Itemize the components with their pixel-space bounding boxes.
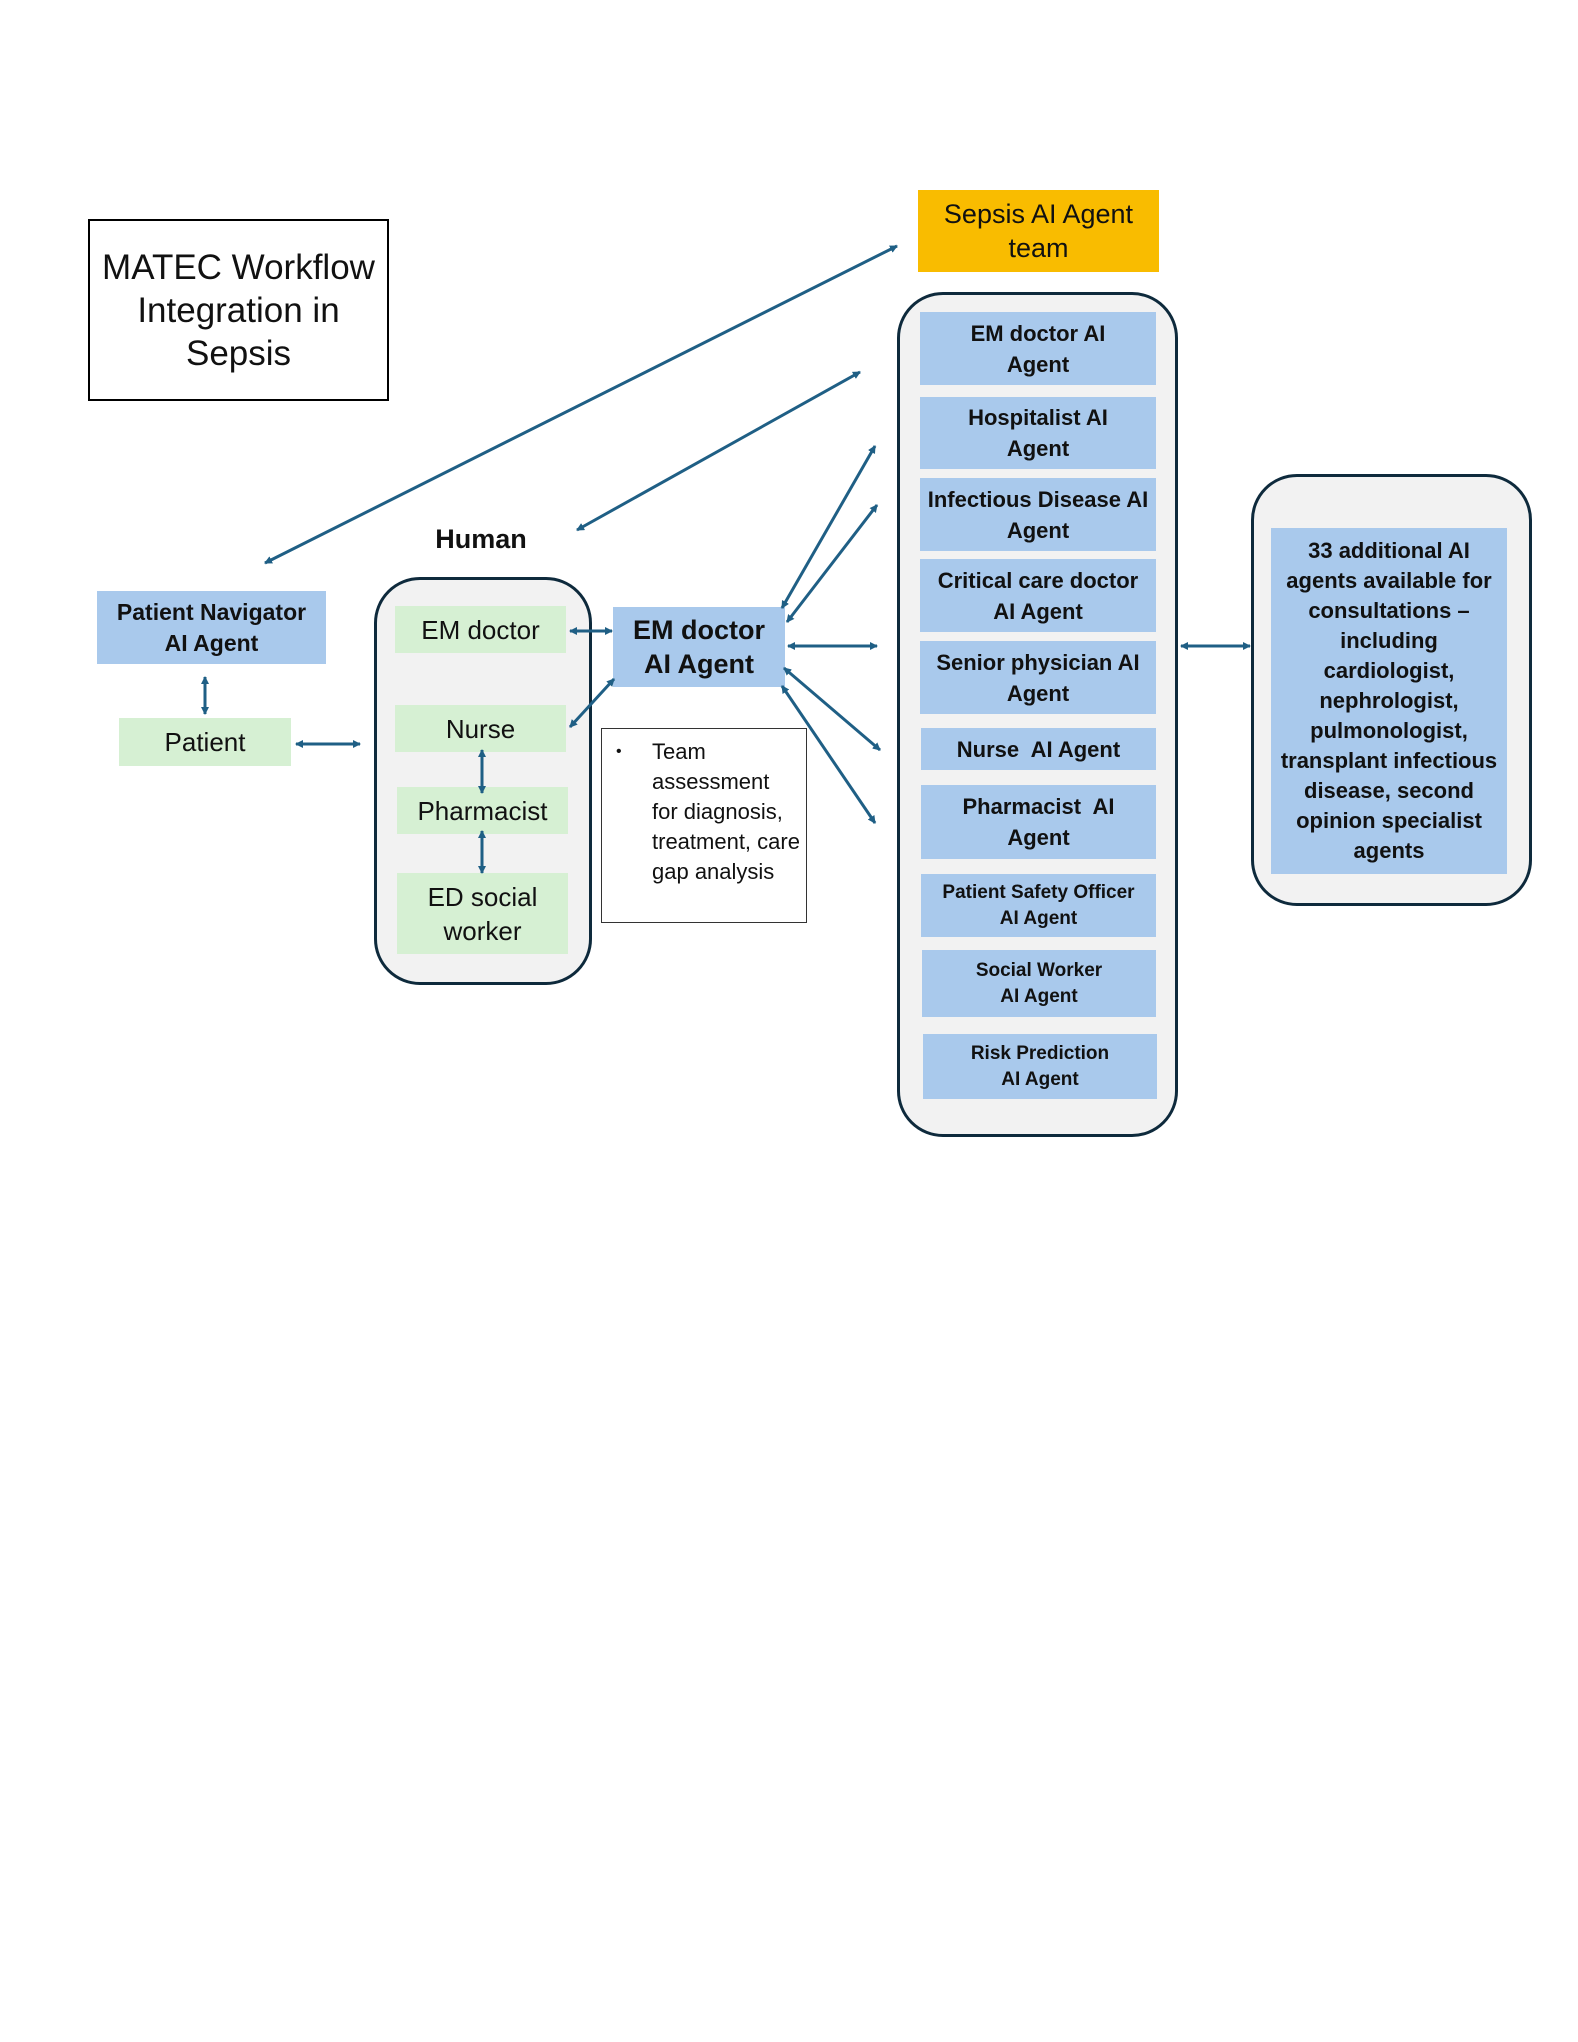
human-pharmacist: Pharmacist — [397, 787, 568, 834]
arrow-human-to-team — [576, 370, 861, 532]
agent-senior-physician: Senior physician AI Agent — [920, 641, 1156, 714]
human-label: Human — [435, 524, 527, 554]
agent-hospitalist: Hospitalist AI Agent — [920, 397, 1156, 469]
agent-critical-care-doctor: Critical care doctor AI Agent — [920, 559, 1156, 632]
diagram-title: MATEC Workflow Integration in Sepsis — [88, 219, 389, 401]
agent-risk-prediction: Risk Prediction AI Agent — [923, 1034, 1157, 1099]
agent-pharmacist: Pharmacist AI Agent — [921, 785, 1156, 859]
em-doctor-ai-agent: EM doctor AI Agent — [613, 607, 785, 687]
additional-agents-box: 33 additional AI agents available for co… — [1271, 528, 1507, 874]
agent-infectious-disease: Infectious Disease AI Agent — [920, 478, 1156, 551]
diagram-title-text: MATEC Workflow Integration in Sepsis — [102, 247, 375, 373]
team-assessment-note: • Team assessment for diagnosis, treatme… — [601, 728, 807, 923]
human-nurse: Nurse — [395, 705, 566, 752]
agent-social-worker: Social Worker AI Agent — [922, 950, 1156, 1017]
patient-navigator-agent: Patient Navigator AI Agent — [97, 591, 326, 664]
patient-box: Patient — [119, 718, 291, 766]
bullet-icon: • — [616, 743, 622, 760]
arrow-agent-to-group-1 — [780, 445, 877, 609]
human-em-doctor: EM doctor — [395, 606, 566, 653]
human-ed-social-worker: ED social worker — [397, 873, 568, 954]
agent-patient-safety-officer: Patient Safety Officer AI Agent — [921, 874, 1156, 937]
agent-nurse: Nurse AI Agent — [921, 728, 1156, 770]
arrow-agent-to-group-2 — [785, 504, 879, 623]
agent-em-doctor: EM doctor AI Agent — [920, 312, 1156, 385]
team-assessment-text: Team assessment for diagnosis, treatment… — [652, 739, 800, 884]
sepsis-team-label: Sepsis AI Agent team — [918, 190, 1159, 272]
